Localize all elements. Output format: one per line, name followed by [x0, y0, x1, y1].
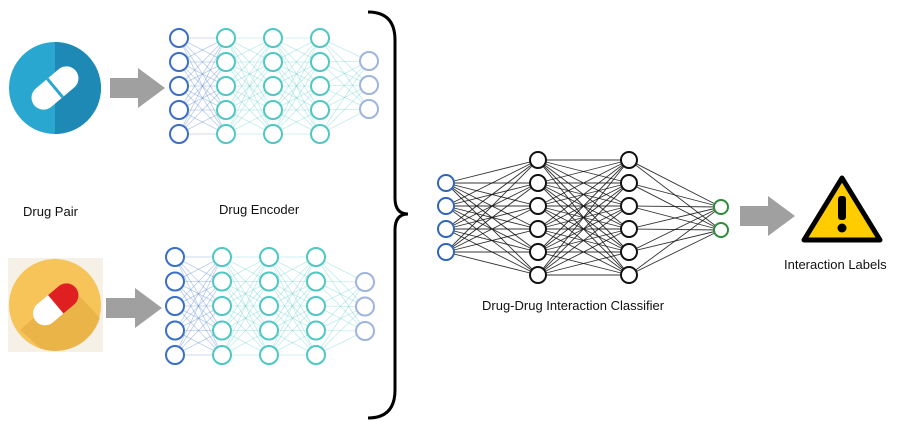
warning-icon: [801, 175, 883, 243]
neuron-node: [437, 197, 455, 215]
neuron-node: [620, 151, 638, 169]
interaction-classifier: [437, 151, 729, 284]
arrow-pair-to-encoder-bottom: [106, 288, 162, 328]
neuron-node: [310, 124, 330, 144]
neuron-node: [169, 28, 189, 48]
merge-bracket: [367, 10, 409, 420]
neuron-node: [529, 151, 547, 169]
neuron-node: [437, 220, 455, 238]
drug-encoder-bottom: [165, 247, 375, 365]
neuron-node: [259, 320, 279, 341]
neuron-node: [212, 296, 232, 316]
neuron-node: [306, 271, 326, 292]
pill-icon-bottom: [8, 258, 103, 352]
interaction-labels-label: Interaction Labels: [784, 257, 887, 272]
neuron-node: [310, 100, 330, 120]
neuron-node: [263, 52, 283, 72]
neuron-node: [359, 51, 379, 71]
neuron-node: [437, 243, 455, 261]
neuron-node: [306, 345, 326, 365]
neuron-node: [212, 345, 232, 365]
neuron-node: [620, 174, 638, 192]
neuron-node: [263, 76, 283, 96]
neuron-node: [306, 296, 326, 316]
neuron-node: [620, 243, 638, 261]
drug-encoder-top: [169, 28, 379, 144]
neuron-node: [216, 52, 236, 72]
neuron-node: [310, 76, 330, 96]
neuron-node: [359, 75, 379, 95]
neuron-node: [169, 124, 189, 144]
drug-pair-label: Drug Pair: [23, 204, 78, 219]
neuron-node: [529, 266, 547, 284]
neuron-node: [259, 296, 279, 316]
neuron-node: [529, 220, 547, 238]
neuron-node: [437, 174, 455, 192]
neuron-node: [216, 100, 236, 120]
neuron-node: [169, 100, 189, 120]
neuron-node: [713, 222, 729, 238]
neuron-node: [529, 243, 547, 261]
neuron-node: [620, 220, 638, 238]
neuron-node: [263, 100, 283, 120]
neuron-node: [359, 99, 379, 119]
neuron-node: [713, 199, 729, 215]
neuron-node: [355, 272, 375, 292]
neuron-node: [216, 76, 236, 96]
drug-encoder-label: Drug Encoder: [219, 202, 300, 217]
neuron-node: [212, 320, 232, 341]
neuron-node: [620, 197, 638, 215]
arrow-classifier-to-output: [740, 196, 795, 236]
neuron-node: [263, 124, 283, 144]
arrow-pair-to-encoder-top: [110, 68, 165, 108]
neuron-node: [165, 247, 185, 267]
neuron-node: [212, 271, 232, 292]
interaction-classifier-connections: [445, 159, 722, 276]
neuron-node: [259, 345, 279, 365]
neuron-node: [306, 320, 326, 341]
neuron-node: [529, 197, 547, 215]
classifier-label: Drug-Drug Interaction Classifier: [482, 298, 665, 313]
neuron-node: [165, 320, 185, 341]
neuron-node: [169, 76, 189, 96]
neuron-node: [212, 247, 232, 267]
neuron-node: [310, 52, 330, 72]
neuron-node: [216, 124, 236, 144]
neuron-node: [169, 52, 189, 72]
neuron-node: [165, 296, 185, 316]
neuron-node: [529, 174, 547, 192]
neuron-node: [620, 266, 638, 284]
neuron-node: [306, 247, 326, 267]
neuron-node: [263, 28, 283, 48]
neuron-node: [259, 247, 279, 267]
neuron-node: [165, 271, 185, 292]
pill-icon-top: [9, 42, 101, 134]
neuron-node: [216, 28, 236, 48]
neuron-node: [259, 271, 279, 292]
neuron-node: [165, 345, 185, 365]
neuron-node: [355, 321, 375, 341]
neuron-node: [310, 28, 330, 48]
neuron-node: [355, 296, 375, 317]
